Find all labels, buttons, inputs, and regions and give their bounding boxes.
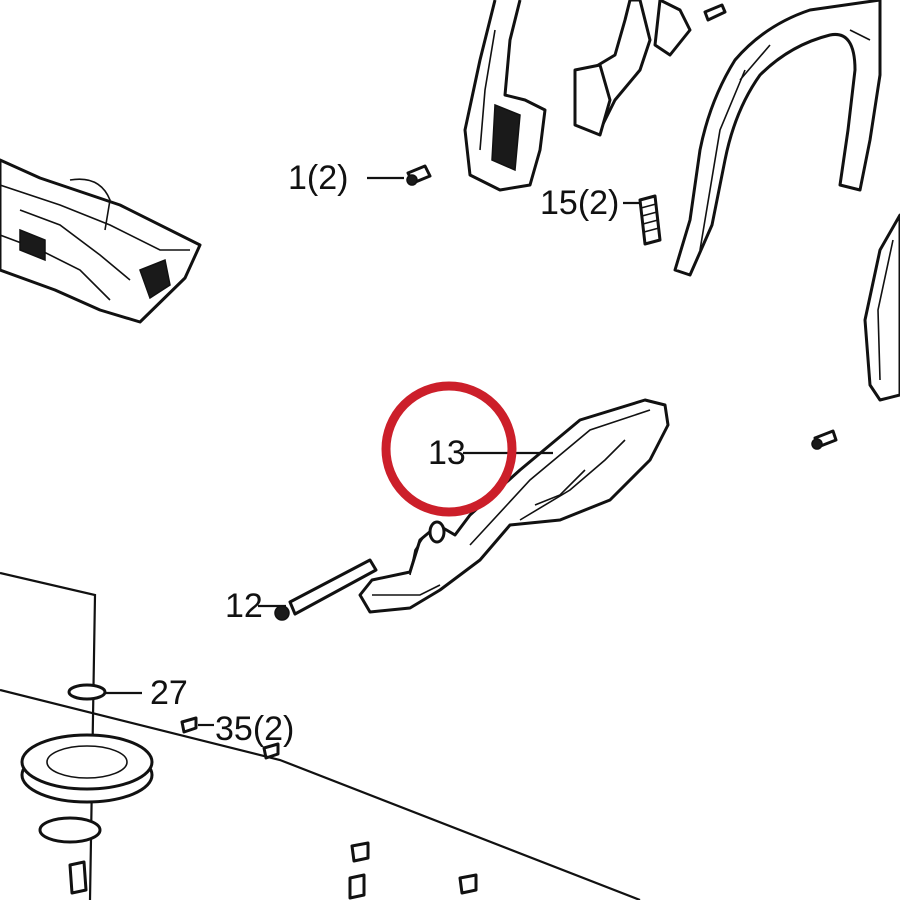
frame-arm xyxy=(673,0,882,277)
right-frame-strip xyxy=(863,213,900,402)
nuts-35 xyxy=(180,716,280,760)
upper-linkage xyxy=(573,0,727,137)
callout-27: 27 xyxy=(150,674,188,712)
part-12-pin xyxy=(274,558,378,621)
housing-assembly xyxy=(0,158,202,324)
spring-15 xyxy=(638,194,662,246)
right-bolt xyxy=(811,429,838,450)
pulley-assembly xyxy=(0,571,154,900)
lower-frame xyxy=(0,688,641,900)
top-bracket xyxy=(463,0,547,192)
callout-13: 13 xyxy=(428,434,466,472)
callout-12: 12 xyxy=(225,587,263,625)
callout-1: 1(2) xyxy=(288,159,348,197)
part-13-lever xyxy=(358,398,670,614)
callout-15: 15(2) xyxy=(540,184,619,222)
callout-35: 35(2) xyxy=(215,710,294,748)
highlight-circle xyxy=(381,381,517,517)
bolt-1 xyxy=(406,164,432,186)
